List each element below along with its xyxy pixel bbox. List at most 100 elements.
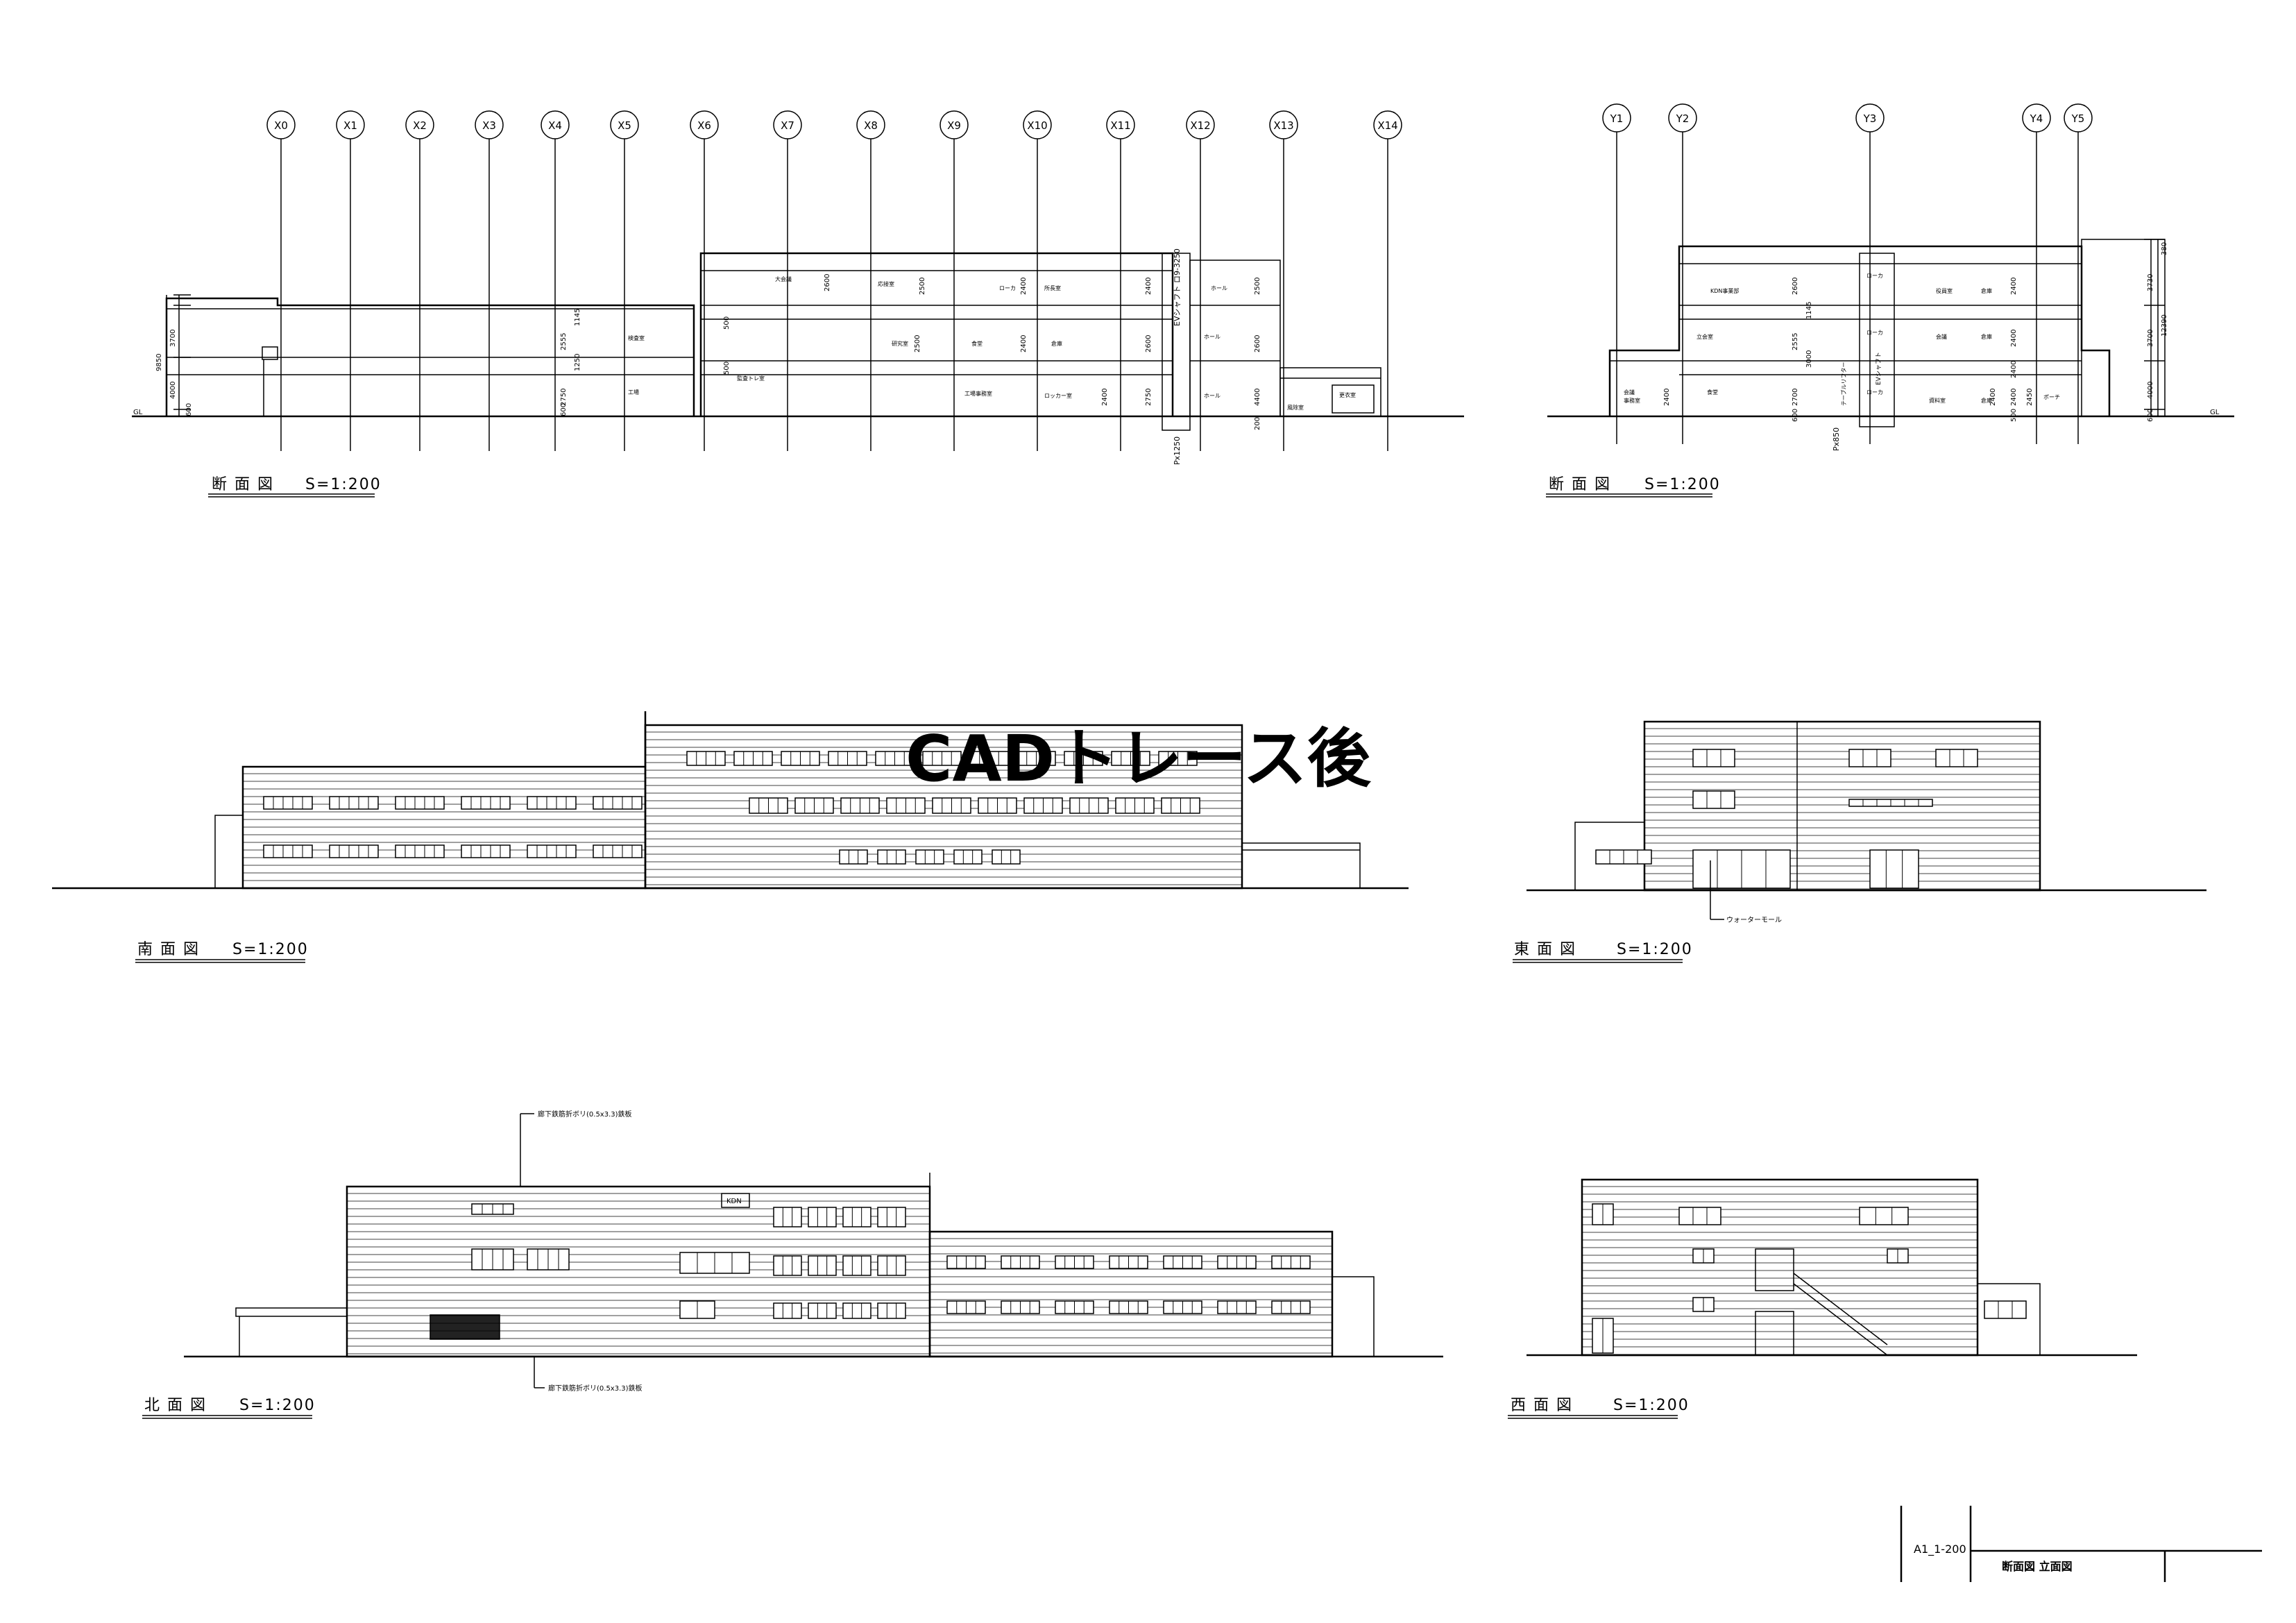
grid-label-x: X3 [482, 119, 496, 132]
pit-label: Px850 [1832, 427, 1841, 451]
window [842, 1255, 871, 1276]
window [1692, 790, 1735, 809]
grid-label-y: Y4 [2030, 112, 2043, 125]
window [593, 796, 643, 810]
window [395, 844, 445, 858]
grid-marker-y [1668, 103, 1697, 133]
window [808, 1207, 837, 1227]
dimension-label: 4000 [2147, 382, 2154, 399]
grid-marker-x [1106, 110, 1135, 139]
grid-marker-y [2064, 103, 2093, 133]
window [808, 1302, 837, 1319]
pit-label: Px1250 [1173, 436, 1182, 465]
room-label: KDN事業部 [1710, 287, 1739, 294]
window [1984, 1300, 2027, 1319]
dimension-label: 1145 [574, 309, 581, 326]
dimension-label: 2555 [560, 333, 568, 350]
dimension-label: 4400 [1254, 389, 1261, 406]
room-label: 工場事務室 [964, 390, 992, 397]
dimension-label: 2400 [1145, 278, 1153, 295]
west-elevation-title: 西 面 図 [1511, 1397, 1573, 1414]
grid-label-x: X14 [1377, 119, 1397, 132]
dimension-label: 2500 [1254, 278, 1261, 295]
window [773, 1302, 802, 1319]
dimension-label: 12390 [2161, 314, 2168, 337]
overlay-text: CADトレース後 [905, 722, 1371, 796]
room-label: 倉庫 [1051, 340, 1062, 347]
room-label: 食堂 [1707, 389, 1718, 396]
grid-label-x: X9 [947, 119, 961, 132]
grid-label-x: X12 [1190, 119, 1210, 132]
window [263, 796, 313, 810]
dimension-label: 200 [1254, 417, 1261, 430]
room-label: 食堂 [971, 340, 983, 347]
grid-label-x: X2 [413, 119, 427, 132]
section-b-scale: S=1:200 [1644, 476, 1721, 493]
dimension-label: 2700 [1792, 389, 1799, 406]
north-windows [471, 1203, 1311, 1319]
dimension-label: 2400 [1101, 389, 1109, 406]
window [1859, 1207, 1909, 1225]
dimension-label: 3730 [2147, 274, 2154, 291]
window [1848, 749, 1891, 767]
grid-label-x: X6 [697, 119, 711, 132]
room-label: 更衣室 [1339, 391, 1356, 398]
room-label: テーブルリフター [1840, 362, 1847, 406]
dimension-label: 2555 [1792, 333, 1799, 350]
window [808, 1255, 837, 1276]
grid-marker-x [1269, 110, 1298, 139]
room-label: ローカ [1866, 330, 1883, 336]
window [992, 849, 1021, 865]
grid-marker-x [405, 110, 434, 139]
east-windows [1595, 749, 1978, 889]
north-sign: KDN [726, 1198, 742, 1205]
room-label: ローカ [1866, 389, 1883, 396]
dimension-label: 9850 [155, 354, 163, 371]
grid-marker-x [856, 110, 885, 139]
window [461, 796, 511, 810]
grid-marker-x [939, 110, 969, 139]
south-elevation: 南 面 図 S=1:200 [52, 711, 1409, 963]
dimension-label: 2600 [1792, 278, 1799, 295]
window [329, 796, 379, 810]
dimension-label: 600 [185, 403, 193, 416]
section-b-room-labels: KDN事業部 ローカ 役員室 倉庫 立会室 ローカ 会議 倉庫 会議 事務室 食… [1624, 273, 2060, 406]
ev-shaft-label: EVシャフト [1876, 352, 1882, 385]
grid-label-y: Y3 [1863, 112, 1877, 125]
east-note: ウォーターモール [1726, 916, 1782, 924]
room-label: 監査トレ室 [737, 375, 765, 382]
grid-label-x: X5 [618, 119, 631, 132]
window [1869, 849, 1919, 889]
window [842, 1207, 871, 1227]
window [915, 849, 944, 865]
north-elevation: KDN 廊下鉄筋折ボリ(0.5x3.3)鉄板 廊下鉄筋折ボリ(0.5x3.3)鉄… [142, 1110, 1443, 1419]
south-windows [263, 751, 1200, 865]
room-label: 検査室 [628, 334, 645, 341]
grid-marker-x [690, 110, 719, 139]
room-label: ホール [1211, 285, 1227, 291]
grid-marker-x [1373, 110, 1402, 139]
room-label: ポーチ [2043, 394, 2060, 400]
grid-marker-y [1855, 103, 1885, 133]
dimension-label: 600 [1792, 409, 1799, 422]
window [877, 1255, 906, 1276]
north-note-top: 廊下鉄筋折ボリ(0.5x3.3)鉄板 [538, 1110, 632, 1119]
room-label: 資料室 [1929, 397, 1946, 404]
window [773, 1207, 802, 1227]
dimension-label: 380 [2161, 242, 2168, 255]
dimension-label: 2400 [2010, 361, 2018, 378]
room-label: 工場 [628, 389, 639, 396]
grid-marker-x [773, 110, 802, 139]
grid-label-y: Y5 [2071, 112, 2085, 125]
east-elevation-title: 東 面 図 [1514, 941, 1576, 958]
dimension-label: 2600 [824, 274, 831, 291]
grid-label-x: X0 [274, 119, 288, 132]
drawing-code: A1_1-200 [1914, 1543, 1966, 1556]
dimension-label: 2400 [2010, 389, 2018, 406]
dimension-label: 4000 [169, 382, 177, 399]
grid-marker-x [1023, 110, 1052, 139]
west-elevation: 西 面 図 S=1:200 [1508, 1178, 2137, 1419]
window [593, 844, 643, 858]
south-elevation-scale: S=1:200 [232, 941, 309, 958]
